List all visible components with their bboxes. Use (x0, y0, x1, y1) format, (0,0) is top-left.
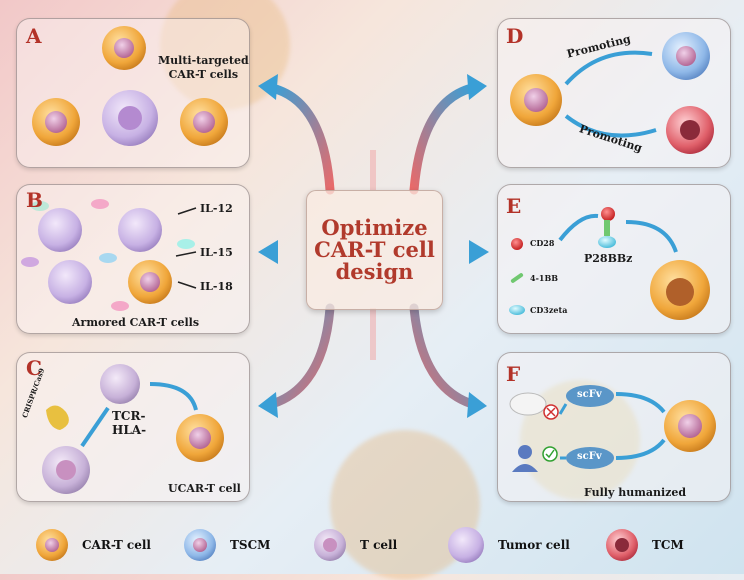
arrow-to-a (267, 83, 335, 195)
crispr-icon (46, 405, 69, 430)
tcm-cell-icon (666, 106, 714, 154)
cd3zeta-icon (509, 305, 525, 315)
tumor-cell-icon (102, 90, 158, 146)
tcm-cell-icon (606, 529, 638, 561)
4-1bb-icon (510, 273, 524, 283)
tumor-cell-icon (48, 260, 92, 304)
arrow-to-c (267, 303, 335, 409)
tumor-cell-icon (38, 208, 82, 252)
car-t-cell-icon (176, 414, 224, 462)
center-title-box: Optimize CAR-T cell design (306, 190, 443, 310)
tcr-hla-label: TCR- HLA- (112, 409, 147, 437)
car-t-cell-icon (664, 400, 716, 452)
tscm-cell-icon (662, 32, 710, 80)
car-t-cell-icon (510, 74, 562, 126)
cd28-label: CD28 (530, 238, 555, 248)
scfv-label-human: scFv (577, 451, 602, 462)
panel-f-caption: Fully humanized (584, 486, 687, 499)
arrow-to-f (409, 303, 477, 409)
t-cell-icon (314, 529, 346, 561)
center-title: Optimize CAR-T cell design (314, 214, 435, 285)
car-t-cell-icon (128, 260, 172, 304)
check-icon (542, 446, 558, 462)
legend-label-tcm: TCM (652, 538, 684, 552)
t-cell-icon (42, 446, 90, 494)
t-cell-icon (100, 364, 140, 404)
scfv-label-mouse: scFv (577, 389, 602, 400)
cytokine-particles (21, 199, 195, 311)
cytokine-label-il15: IL-15 (200, 246, 233, 259)
panel-a-text: Multi-targeted CAR-T cells (158, 54, 249, 81)
panel-c-caption: UCAR-T cell (168, 482, 241, 495)
cd3zeta-label: CD3zeta (530, 305, 568, 315)
panel-b-caption: Armored CAR-T cells (72, 316, 200, 329)
panel-d-label: D (506, 24, 524, 48)
cd28-icon (511, 238, 523, 250)
car-t-cell-icon (650, 260, 710, 320)
tscm-cell-icon (184, 529, 216, 561)
arrow-to-d (409, 83, 477, 195)
mouse-icon (509, 392, 547, 416)
legend-label-tumor: Tumor cell (498, 538, 570, 552)
tumor-cell-icon (118, 208, 162, 252)
p28bbz-label: P28BBz (584, 252, 633, 265)
panel-e-label: E (506, 194, 522, 218)
panel-a-label: A (26, 24, 42, 48)
4-1bb-label: 4-1BB (530, 273, 558, 283)
legend-label-car-t: CAR-T cell (82, 538, 151, 552)
p28bbz-construct-icon (598, 207, 616, 248)
tumor-cell-icon (448, 527, 484, 563)
panel-f-label: F (506, 362, 521, 386)
car-t-cell-icon (180, 98, 228, 146)
cross-icon (543, 404, 559, 420)
legend-label-t-cell: T cell (360, 538, 398, 552)
cytokine-label-il12: IL-12 (200, 202, 233, 215)
panel-b-label: B (26, 188, 43, 212)
legend-label-tscm: TSCM (230, 538, 271, 552)
car-t-cell-icon (36, 529, 68, 561)
panel-c-label: C (26, 356, 42, 380)
car-t-cell-icon (32, 98, 80, 146)
car-t-cell-icon (102, 26, 146, 70)
cytokine-label-il18: IL-18 (200, 280, 233, 293)
human-icon (512, 445, 538, 472)
